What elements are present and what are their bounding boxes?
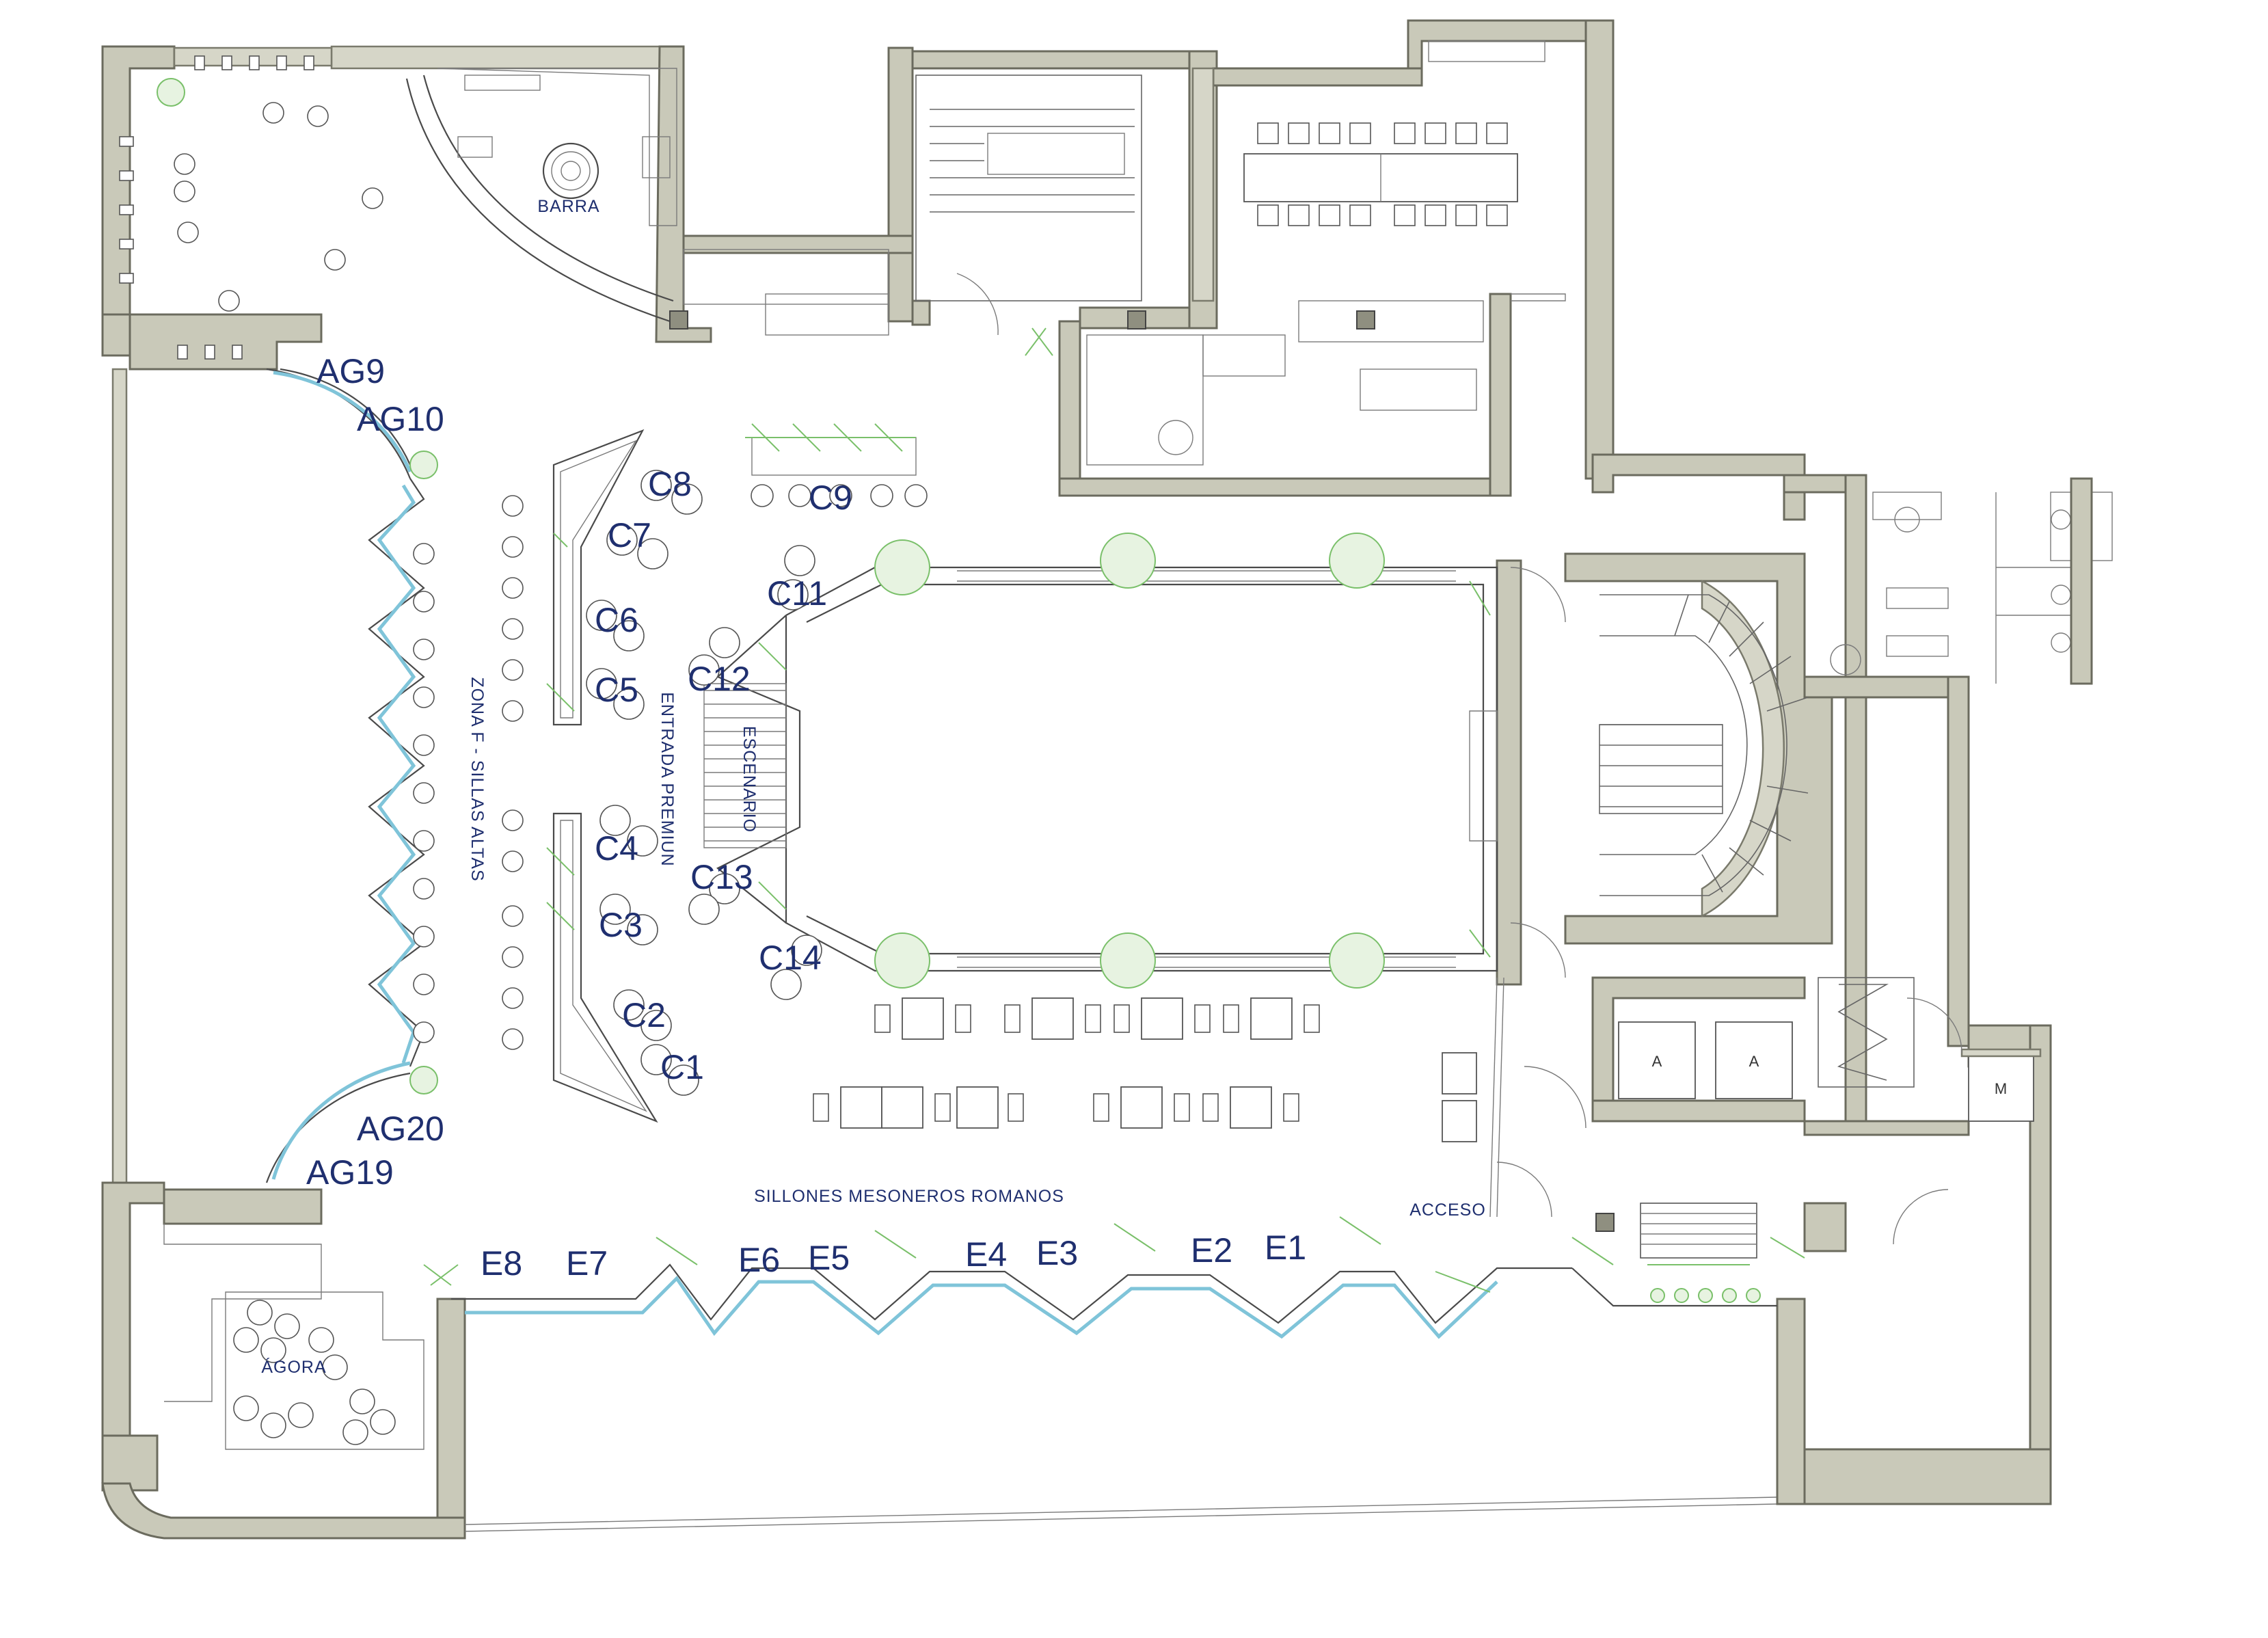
service-area xyxy=(915,40,1566,466)
zone-label-agora: ÁGORA xyxy=(261,1357,326,1377)
table-label-c3: C3 xyxy=(599,906,643,944)
structural-walls xyxy=(101,19,2052,1540)
zone-label-barra: BARRA xyxy=(537,197,599,216)
agora-room xyxy=(163,1224,424,1450)
restrooms xyxy=(1830,477,2113,685)
table-label-c13: C13 xyxy=(690,858,753,896)
left-facade xyxy=(265,368,425,1183)
table-label-e5: E5 xyxy=(808,1239,850,1277)
table-label-c2: C2 xyxy=(622,996,666,1034)
lounge-tables xyxy=(813,997,1477,1142)
table-label-ag19: AG19 xyxy=(306,1153,394,1192)
bar-area xyxy=(174,68,889,336)
table-labels: AG9 AG10 C8 C9 C7 C11 C6 C12 C5 C4 C13 C… xyxy=(306,352,1306,1283)
zone-labels: BARRA ZONA F - SILLAS ALTAS ENTRADA PREM… xyxy=(261,197,1485,1377)
bottom-facade xyxy=(451,1203,1777,1339)
table-label-e7: E7 xyxy=(566,1244,608,1283)
table-label-c8: C8 xyxy=(648,465,692,503)
zone-label-entrada-premium: ENTRADA PREMIUN xyxy=(658,692,677,866)
table-label-c11: C11 xyxy=(767,574,827,613)
table-label-ag20: AG20 xyxy=(357,1110,444,1148)
table-label-c4: C4 xyxy=(595,829,638,868)
table-label-c7: C7 xyxy=(608,516,651,554)
table-label-e8: E8 xyxy=(481,1244,522,1283)
elevator-m-label: M xyxy=(1995,1080,2007,1097)
spiral-staircase xyxy=(1599,594,1809,896)
zone-label-escenario: ESCENARIO xyxy=(740,726,759,833)
table-label-e3: E3 xyxy=(1036,1234,1078,1272)
plants xyxy=(157,78,1805,1303)
table-label-ag10: AG10 xyxy=(357,400,444,438)
zone-label-sillones: SILLONES MESONEROS ROMANOS xyxy=(754,1187,1064,1206)
high-chairs-zone-f xyxy=(413,429,928,1123)
table-label-c6: C6 xyxy=(595,601,638,639)
table-label-e6: E6 xyxy=(738,1241,780,1279)
zone-label-acceso: ACCESO xyxy=(1409,1200,1486,1220)
table-label-ag9: AG9 xyxy=(316,352,385,390)
table-label-c5: C5 xyxy=(595,671,638,709)
doors xyxy=(1496,567,1962,1245)
table-label-e1: E1 xyxy=(1265,1228,1306,1267)
windows xyxy=(119,55,314,360)
table-label-c12: C12 xyxy=(688,660,751,698)
table-label-c14: C14 xyxy=(759,939,822,977)
elevator-a-left-label: A xyxy=(1652,1053,1662,1070)
zone-label-zona-f: ZONA F - SILLAS ALTAS xyxy=(468,677,487,881)
elevator-a-right-label: A xyxy=(1749,1053,1759,1070)
table-label-c1: C1 xyxy=(660,1048,704,1086)
elevators: A A M xyxy=(1618,977,2042,1122)
table-label-c9: C9 xyxy=(809,479,852,517)
table-label-e4: E4 xyxy=(965,1235,1007,1274)
table-label-e2: E2 xyxy=(1191,1231,1232,1270)
